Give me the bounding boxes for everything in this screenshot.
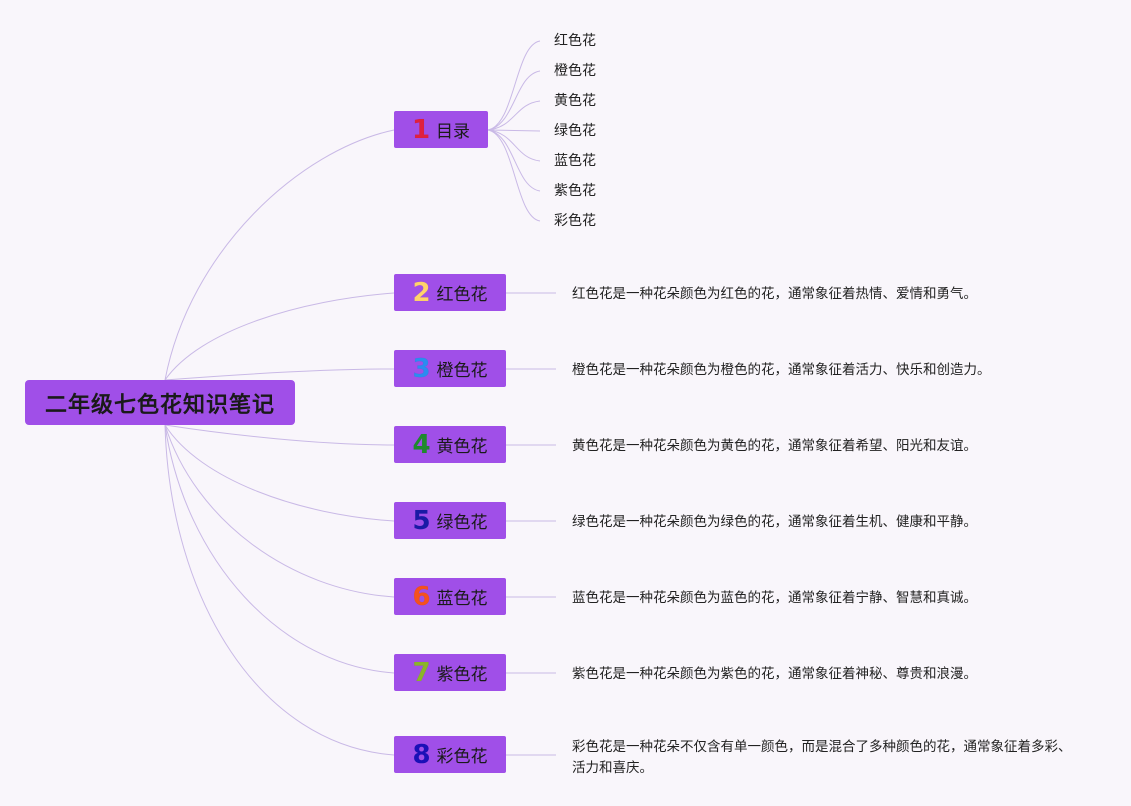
branch-description[interactable]: 红色花是一种花朵颜色为红色的花，通常象征着热情、爱情和勇气。	[572, 286, 977, 302]
branch-label: 目录	[436, 122, 471, 142]
branch-number: 8	[412, 739, 431, 770]
branch-label: 黄色花	[436, 437, 488, 457]
branch-description[interactable]: 绿色花是一种花朵颜色为绿色的花，通常象征着生机、健康和平静。	[572, 514, 977, 530]
root-node[interactable]: 二年级七色花知识笔记	[25, 380, 295, 425]
connector-toc-item-2	[487, 70, 541, 131]
toc-item[interactable]: 橙色花	[554, 63, 596, 79]
branch-node-multicolor[interactable]: 8 彩色花	[394, 736, 506, 773]
branch-node-red[interactable]: 2 红色花	[394, 274, 506, 311]
branch-number: 3	[412, 353, 431, 384]
branch-node-orange[interactable]: 3 橙色花	[394, 350, 506, 387]
toc-item[interactable]: 绿色花	[554, 123, 596, 139]
branch-number: 6	[412, 581, 431, 612]
connector-toc-item-5	[487, 129, 541, 162]
connector-root-branch-7	[164, 424, 395, 674]
branch-node-purple[interactable]: 7 紫色花	[394, 654, 506, 691]
branch-number: 1	[411, 114, 431, 145]
connector-toc-item-7	[487, 129, 541, 222]
connector-root-branch-5	[164, 424, 395, 522]
connector-root-branch-3	[164, 368, 395, 381]
branch-number: 5	[412, 505, 431, 536]
toc-item[interactable]: 红色花	[554, 33, 596, 49]
connector-toc-item-1	[487, 40, 541, 131]
branch-description[interactable]: 紫色花是一种花朵颜色为紫色的花，通常象征着神秘、尊贵和浪漫。	[572, 666, 977, 682]
branch-label: 绿色花	[436, 513, 488, 533]
connector-root-branch-6	[164, 424, 395, 598]
branch-node-toc[interactable]: 1 目录	[394, 111, 488, 148]
branch-node-yellow[interactable]: 4 黄色花	[394, 426, 506, 463]
connector-toc-item-6	[487, 129, 541, 192]
toc-item[interactable]: 蓝色花	[554, 153, 596, 169]
connector-toc-item-4	[487, 129, 541, 132]
connector-root-branch-8	[164, 424, 395, 756]
toc-item[interactable]: 黄色花	[554, 93, 596, 109]
branch-description[interactable]: 橙色花是一种花朵颜色为橙色的花，通常象征着活力、快乐和创造力。	[572, 362, 991, 378]
branch-label: 紫色花	[436, 665, 488, 685]
toc-item[interactable]: 紫色花	[554, 183, 596, 199]
branch-label: 橙色花	[436, 361, 488, 381]
root-title: 二年级七色花知识笔记	[44, 392, 275, 418]
toc-item[interactable]: 彩色花	[554, 213, 596, 229]
branch-description[interactable]: 蓝色花是一种花朵颜色为蓝色的花，通常象征着宁静、智慧和真诚。	[572, 590, 977, 606]
branch-label: 红色花	[436, 285, 488, 305]
connector-root-branch-2	[164, 292, 395, 381]
branch-node-blue[interactable]: 6 蓝色花	[394, 578, 506, 615]
branch-description[interactable]: 黄色花是一种花朵颜色为黄色的花，通常象征着希望、阳光和友谊。	[572, 438, 977, 454]
branch-label: 彩色花	[436, 747, 488, 767]
branch-number: 7	[412, 657, 431, 688]
branch-number: 2	[412, 277, 431, 308]
branch-number: 4	[412, 429, 431, 460]
branch-node-green[interactable]: 5 绿色花	[394, 502, 506, 539]
connector-toc-item-3	[487, 100, 541, 131]
connector-root-branch-4	[164, 424, 395, 446]
branch-description[interactable]: 彩色花是一种花朵不仅含有单一颜色，而是混合了多种颜色的花，通常象征着多彩、活力和…	[572, 739, 1072, 776]
connector-root-toc	[164, 129, 395, 381]
branch-label: 蓝色花	[436, 589, 488, 609]
